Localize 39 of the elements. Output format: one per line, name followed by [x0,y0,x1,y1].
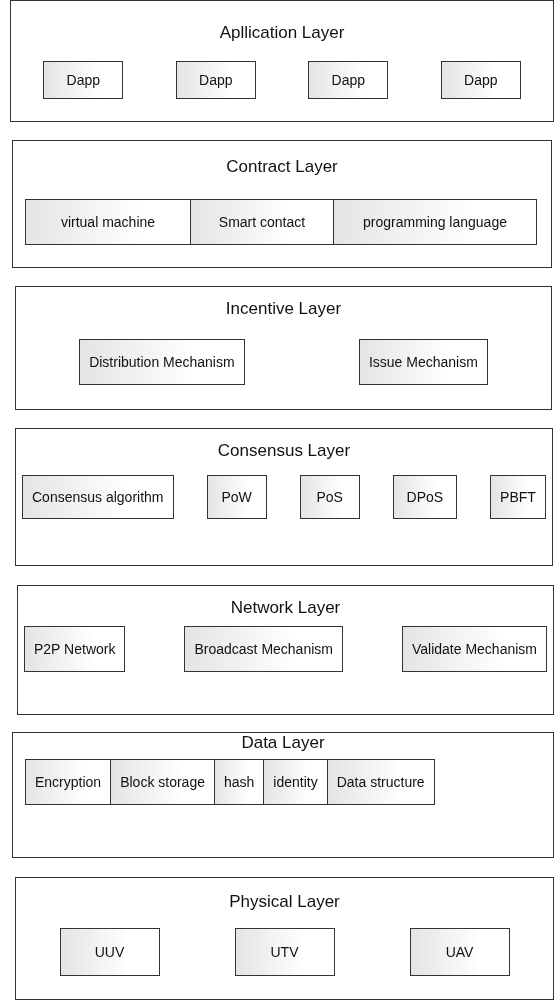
component-box: Dapp [43,61,124,99]
layer-panel [15,428,553,566]
component-box: identity [263,759,328,805]
component-box: Validate Mechanism [401,626,547,672]
component-box: PBFT [489,475,546,519]
component-box: DPoS [392,475,457,519]
component-box: programming language [333,199,537,245]
layer-title: Physical Layer [229,892,340,912]
layer-title: Apllication Layer [219,23,345,43]
component-box: UTV [234,928,335,976]
layer-panel [17,585,554,715]
component-box: Smart contact [190,199,334,245]
component-box: virtual machine [25,199,191,245]
component-box: PoS [299,475,360,519]
component-box: Dapp [308,61,389,99]
layer-panel [10,0,554,122]
component-box: UUV [59,928,160,976]
layer-title: Consensus Layer [217,441,351,461]
component-box: UAV [409,928,510,976]
component-box: PoW [206,475,267,519]
layer-panel [15,877,554,1000]
component-box: Data structure [326,759,435,805]
layer-title: Contract Layer [226,157,338,177]
component-box: Broadcast Mechanism [184,626,343,672]
component-box: Block storage [110,759,215,805]
component-box: Distribution Mechanism [79,339,245,385]
layer-panel [12,732,554,858]
component-box: P2P Network [24,626,126,672]
component-box: Dapp [440,61,521,99]
component-box: hash [214,759,265,805]
layer-title: Incentive Layer [225,299,342,319]
layer-panel [15,286,552,410]
layer-panel [12,140,552,268]
component-box: Encryption [25,759,112,805]
component-box: Consensus algorithm [22,475,174,519]
layer-title: Network Layer [230,598,341,618]
layer-title: Data Layer [241,733,325,753]
component-box: Dapp [175,61,256,99]
component-box: Issue Mechanism [358,339,488,385]
